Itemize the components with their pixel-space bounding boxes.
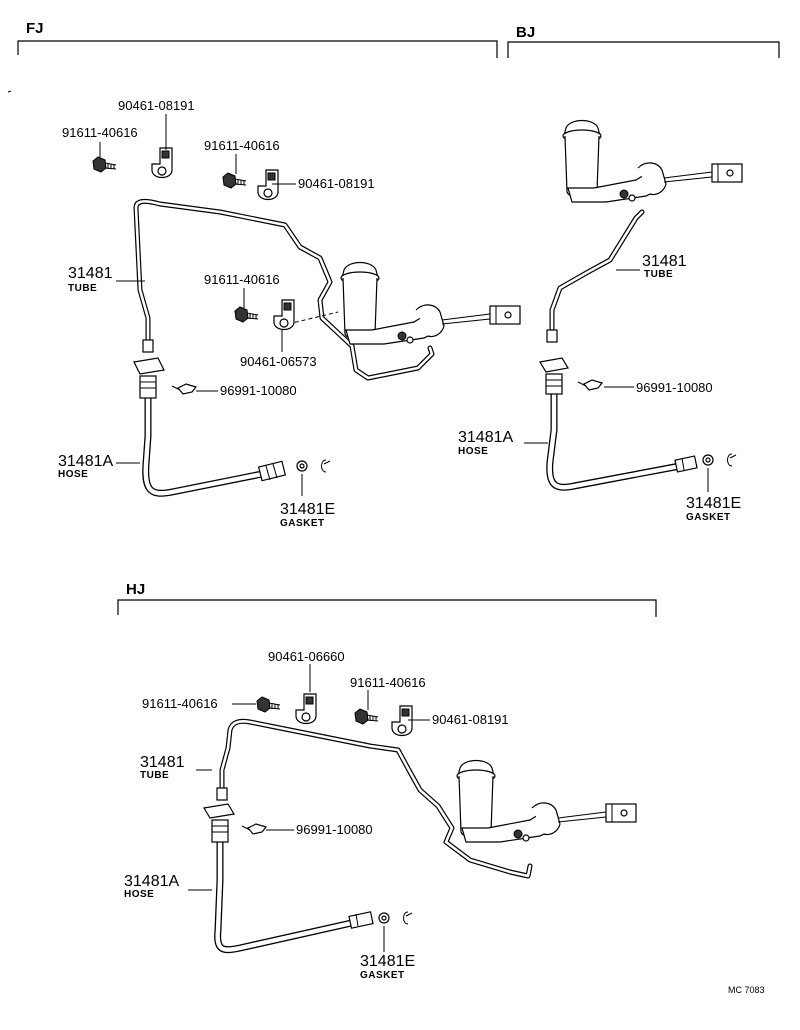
part-number-gasket: 31481E	[280, 501, 335, 518]
part-name-hose: HOSE	[124, 889, 154, 900]
bolt-icon	[92, 156, 117, 173]
part-name-tube: TUBE	[644, 269, 673, 280]
part-number-clip: 96991-10080	[636, 380, 713, 395]
clip-icon	[577, 379, 603, 391]
clamp-icon	[257, 169, 279, 201]
part-number-clamp: 90461-08191	[118, 98, 195, 113]
part-number-tube: 31481	[642, 253, 687, 270]
gasket-icon	[378, 911, 413, 925]
section-bracket-hj	[117, 599, 657, 617]
part-number-clamp: 90461-08191	[298, 176, 375, 191]
bolt-icon	[256, 696, 281, 713]
part-number-tube: 31481	[140, 754, 185, 771]
part-number-bolt: 91611-40616	[142, 696, 218, 711]
clamp-icon	[273, 299, 295, 331]
part-name-hose: HOSE	[58, 469, 88, 480]
section-bracket-bj	[507, 41, 780, 58]
part-name-gasket: GASKET	[360, 970, 405, 981]
part-number-hose: 31481A	[124, 873, 179, 890]
clamp-icon	[391, 705, 413, 737]
part-number-clip: 96991-10080	[220, 383, 297, 398]
part-number-clip: 96991-10080	[296, 822, 373, 837]
clamp-icon	[295, 693, 317, 725]
part-number-clamp: 90461-08191	[432, 712, 509, 727]
bolt-icon	[222, 172, 247, 189]
section-fj: FJ	[7, 20, 521, 529]
bolt-icon	[234, 306, 259, 323]
bolt-icon	[354, 708, 379, 725]
part-number-gasket: 31481E	[360, 953, 415, 970]
section-label-bj: BJ	[516, 24, 535, 41]
part-number-clamp: 90461-06660	[268, 649, 345, 664]
part-number-clamp: 90461-06573	[240, 354, 317, 369]
part-number-hose: 31481A	[58, 453, 113, 470]
part-name-hose: HOSE	[458, 446, 488, 457]
master-cylinder-bj	[562, 119, 743, 203]
part-number-bolt: 91611-40616	[204, 138, 280, 153]
part-name-gasket: GASKET	[280, 518, 325, 529]
clamp-icon	[151, 147, 173, 179]
part-number-bolt: 91611-40616	[350, 675, 426, 690]
clip-icon	[241, 823, 267, 835]
part-number-tube: 31481	[68, 265, 113, 282]
gasket-icon	[702, 453, 737, 467]
part-number-gasket: 31481E	[686, 495, 741, 512]
part-name-tube: TUBE	[68, 283, 97, 294]
section-hj: HJ 90461-06660 91611-40616 91611-40616 9…	[117, 581, 657, 981]
master-cylinder-hj	[456, 759, 637, 843]
part-name-tube: TUBE	[140, 770, 169, 781]
part-name-gasket: GASKET	[686, 512, 731, 523]
section-bracket-fj	[17, 40, 498, 58]
part-number-bolt: 91611-40616	[62, 125, 138, 140]
part-number-hose: 31481A	[458, 429, 513, 446]
master-cylinder-fj	[340, 261, 521, 345]
clip-icon	[171, 383, 197, 395]
section-label-hj: HJ	[126, 581, 145, 598]
section-label-fj: FJ	[26, 20, 44, 37]
diagram-code: MC 7083	[728, 985, 765, 995]
gasket-icon	[296, 459, 331, 473]
part-number-bolt: 91611-40616	[204, 272, 280, 287]
section-bj: BJ 31481 TUBE 96991-10080 31481A HOSE 31…	[458, 24, 780, 523]
